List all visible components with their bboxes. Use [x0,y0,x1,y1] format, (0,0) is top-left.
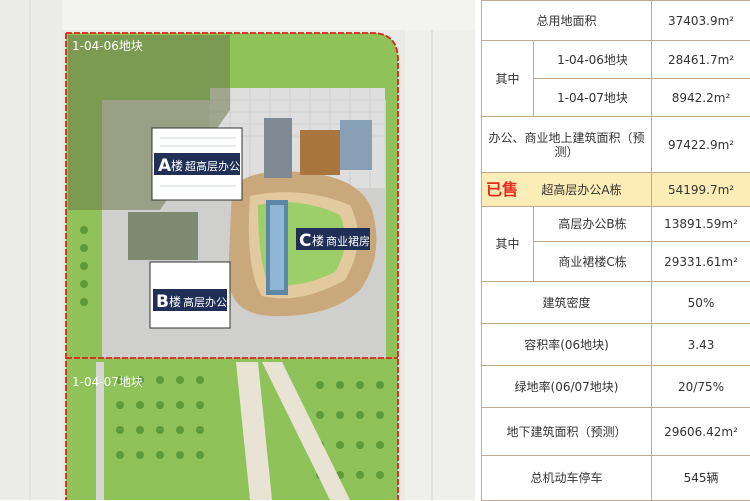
row-total-land: 总用地面积 37403.9m² [482,1,750,41]
tower-b-row-label: 高层办公B栋 [534,207,652,242]
indicator-table: 总用地面积 37403.9m² 其中 1-04-06地块 28461.7m² 1… [481,0,750,501]
podium-c-unit: m² [721,255,738,269]
block-07-row-label: 1-04-07地块 [534,79,652,117]
total-land-value: 37403.9m² [652,1,750,41]
density-label: 建筑密度 [482,282,652,324]
tower-b-label: B 楼 高层办公 [153,289,227,312]
tower-a-number: 54199.7 [668,183,718,197]
block-07-unit: m² [714,91,731,105]
sold-tag: 已售 [486,183,518,197]
block-07-value: 8942.2m² [652,79,750,117]
tower-c-letter: C [299,231,311,251]
tower-a-unit: m² [718,183,735,197]
terrace [300,130,340,175]
atrium [264,118,292,178]
block-06-number: 28461.7 [668,53,718,67]
tower-b-shadow [128,212,198,260]
gfa-label: 办公、商业地上建筑面积（预测） [482,117,652,173]
row-gfa: 办公、商业地上建筑面积（预测） 97422.9m² [482,117,750,173]
tower-b-suffix: 楼 [169,294,181,309]
tower-c-label: C 楼 商业裙房 [296,228,370,251]
tower-a-label: A 楼 超高层办公 [154,153,240,176]
density-value: 50% [652,282,750,324]
row-tower-b: 其中 高层办公B栋 13891.59m² [482,207,750,242]
podium-c-row-label: 商业裙楼C栋 [534,242,652,282]
row-density: 建筑密度 50% [482,282,750,324]
parking-label: 总机动车停车 [482,456,652,501]
row-far: 容积率(06地块) 3.43 [482,324,750,366]
green-label: 绿地率(06/07地块) [482,366,652,408]
green-value: 20/75% [652,366,750,408]
gfa-value: 97422.9m² [652,117,750,173]
underground-label: 地下建筑面积（预测） [482,408,652,456]
row-green: 绿地率(06/07地块) 20/75% [482,366,750,408]
row-block-06: 其中 1-04-06地块 28461.7m² [482,41,750,79]
block-06-label: 1-04-06地块 [72,39,143,53]
tower-c-name: 商业裙房 [326,234,370,248]
tower-b-unit: m² [721,217,738,231]
among-label-1: 其中 [482,41,534,117]
tower-c-suffix: 楼 [312,233,324,248]
podium-c-number: 29331.61 [664,255,721,269]
gfa-number: 97422.9 [668,138,718,152]
total-land-number: 37403.9 [668,14,718,28]
underground-unit: m² [721,425,738,439]
underground-value: 29606.42m² [652,408,750,456]
road-east [405,30,475,500]
block-07-number: 8942.2 [672,91,714,105]
podium-c-value: 29331.61m² [652,242,750,282]
block-06-value: 28461.7m² [652,41,750,79]
row-underground: 地下建筑面积（预测） 29606.42m² [482,408,750,456]
total-land-label: 总用地面积 [482,1,652,41]
gfa-unit: m² [718,138,735,152]
tower-a-name: 超高层办公 [185,159,240,173]
among-label-2: 其中 [482,207,534,282]
row-tower-a: 已售 超高层办公A栋 54199.7m² [482,173,750,207]
total-land-unit: m² [718,14,735,28]
tower-a-row-label-cell: 已售 超高层办公A栋 [482,173,652,207]
far-value: 3.43 [652,324,750,366]
row-parking: 总机动车停车 545辆 [482,456,750,501]
block-07-label: 1-04-07地块 [72,375,143,389]
tower-a-letter: A [158,156,172,176]
underground-number: 29606.42 [664,425,721,439]
road-north [0,0,475,30]
tower-a-value: 54199.7m² [652,173,750,207]
parking-value: 545辆 [652,456,750,501]
tower-b-number: 13891.59 [664,217,721,231]
tower-b-value: 13891.59m² [652,207,750,242]
tower-a-suffix: 楼 [171,158,183,173]
block-06-unit: m² [718,53,735,67]
tower-b-letter: B [156,292,169,312]
east-wing [340,120,372,170]
road-west [0,0,62,500]
block-06-row-label: 1-04-06地块 [534,41,652,79]
site-plan: 1-04-06地块 1-04-07地块 A 楼 超高层办公 B 楼 高层办公 C… [0,0,475,500]
water-inner [270,205,284,290]
tower-b-name: 高层办公 [183,295,227,309]
far-label: 容积率(06地块) [482,324,652,366]
